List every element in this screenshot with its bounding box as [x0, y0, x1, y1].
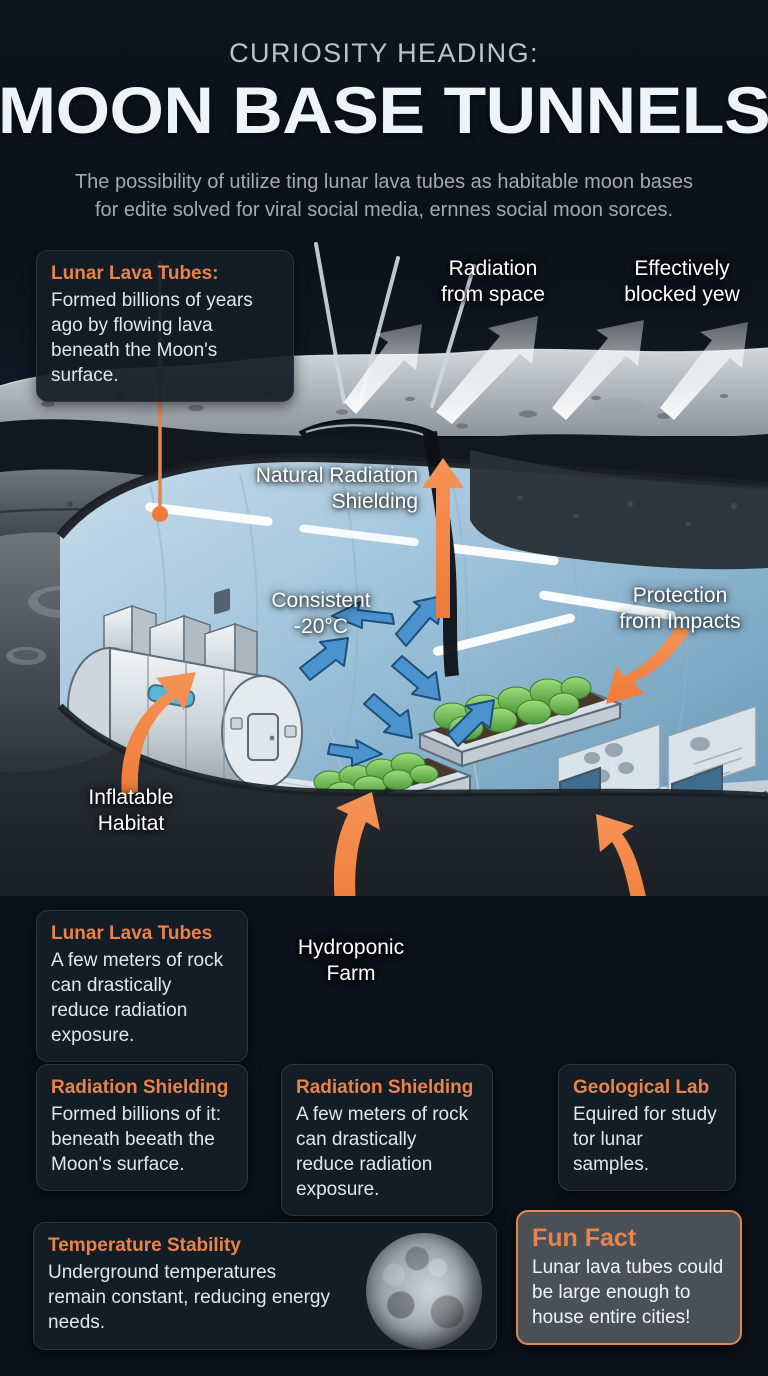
card-title: Geological Lab	[573, 1077, 710, 1098]
label-line-1: Consistent	[271, 589, 371, 612]
card-body: Equired for study tor lunar samples.	[573, 1104, 717, 1175]
label-line-1: Inflatable	[88, 786, 174, 809]
card-body: Underground temperatures remain constant…	[48, 1262, 330, 1333]
label-line-2: from Impacts	[619, 610, 741, 633]
card-body: A few meters of rock can drastically red…	[296, 1104, 469, 1200]
label-consistent-temperature: Consistent -20°C	[256, 588, 386, 640]
label-line-2: Farm	[326, 962, 376, 985]
card-body: A few meters of rock can drastically red…	[51, 950, 224, 1046]
label-line-2: -20°C	[294, 615, 348, 638]
label-line-1: Radiation	[448, 257, 538, 280]
card-lunar-lava-tubes[interactable]: Lunar Lava Tubes A few meters of rock ca…	[36, 910, 248, 1062]
label-line-1: Hydroponic	[297, 936, 405, 959]
card-body: Formed billions of years ago by flowing …	[51, 290, 253, 386]
label-hydroponic-farm: Hydroponic Farm	[278, 935, 424, 987]
callout-lunar-lava-tubes-top[interactable]: Lunar Lava Tubes: Formed billions of yea…	[36, 250, 294, 402]
card-radiation-shielding-mid[interactable]: Radiation Shielding A few meters of rock…	[281, 1064, 493, 1216]
card-title: Lunar Lava Tubes	[51, 923, 213, 944]
card-fun-fact[interactable]: Fun Fact Lunar lava tubes could be large…	[516, 1210, 742, 1345]
card-body: Formed billions of it: beneath beeath th…	[51, 1104, 222, 1175]
label-line-2: Shielding	[331, 490, 418, 513]
label-radiation-from-space: Radiation from space	[418, 256, 568, 308]
card-body: Lunar lava tubes could be large enough t…	[532, 1257, 724, 1328]
card-title: Temperature Stability	[48, 1235, 241, 1256]
card-title: Radiation Shielding	[51, 1077, 229, 1098]
card-title: Lunar Lava Tubes:	[51, 263, 219, 284]
label-line-2: Habitat	[97, 812, 165, 835]
label-effectively-blocked: Effectively blocked yew	[606, 256, 758, 308]
page-title: MOON BASE TUNNELS	[0, 73, 768, 147]
lava-tube-cutaway-illustration	[0, 236, 768, 896]
subtitle-line-2: for edite solved for viral social media,…	[94, 199, 674, 221]
kicker-text: CURIOSITY HEADING:	[229, 38, 539, 68]
card-temperature-stability[interactable]: Temperature Stability Underground temper…	[33, 1222, 497, 1350]
label-line-1: Natural Radiation	[255, 464, 418, 487]
label-line-2: blocked yew	[624, 283, 740, 306]
subtitle: The possibility of utilize ting lunar la…	[34, 168, 734, 224]
label-line-2: from space	[441, 283, 545, 306]
label-inflatable-habitat: Inflatable Habitat	[56, 785, 206, 837]
card-title: Radiation Shielding	[296, 1077, 474, 1098]
label-line-1: Effectively	[634, 257, 730, 280]
moon-thumbnail-image	[366, 1233, 482, 1349]
label-line-1: Protection	[632, 584, 728, 607]
subtitle-line-1: The possibility of utilize ting lunar la…	[74, 171, 694, 193]
label-protection-from-impacts: Protection from Impacts	[600, 583, 760, 635]
card-geological-lab[interactable]: Geological Lab Equired for study tor lun…	[558, 1064, 736, 1191]
card-title: Fun Fact	[532, 1224, 637, 1252]
label-natural-radiation-shielding: Natural Radiation Shielding	[228, 463, 418, 515]
header: CURIOSITY HEADING: MOON BASE TUNNELS The…	[0, 0, 768, 236]
card-radiation-shielding-left[interactable]: Radiation Shielding Formed billions of i…	[36, 1064, 248, 1191]
